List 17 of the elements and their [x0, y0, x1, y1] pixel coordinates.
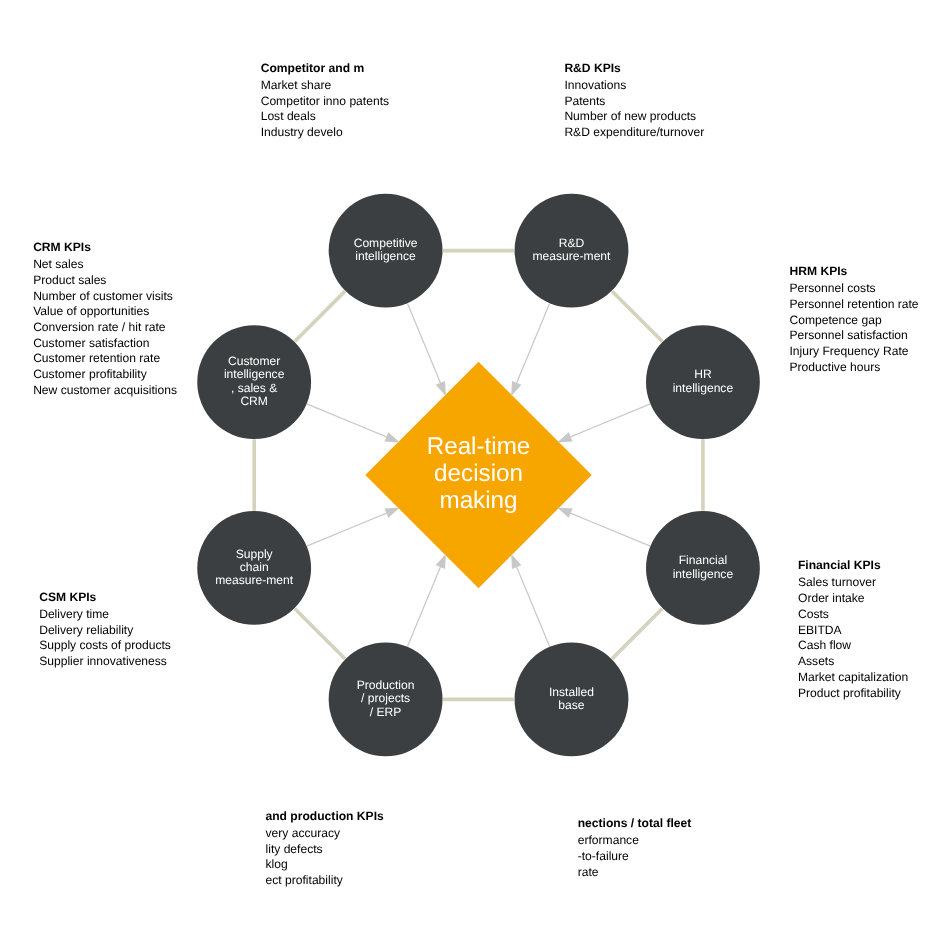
arrow — [511, 301, 551, 396]
arrow — [511, 552, 551, 647]
connector — [442, 696, 515, 701]
connector — [701, 438, 705, 510]
arrow — [406, 301, 446, 396]
connector — [293, 288, 347, 342]
connector — [610, 288, 664, 342]
arrow — [406, 552, 446, 647]
arrow — [557, 506, 651, 546]
connector — [442, 247, 515, 252]
arrow — [306, 506, 400, 546]
connector — [293, 606, 347, 660]
node-diamond: Real-time decision making — [365, 360, 592, 588]
arrow — [557, 402, 651, 442]
connector — [252, 438, 256, 510]
arrow — [306, 402, 400, 442]
connector — [610, 606, 664, 660]
